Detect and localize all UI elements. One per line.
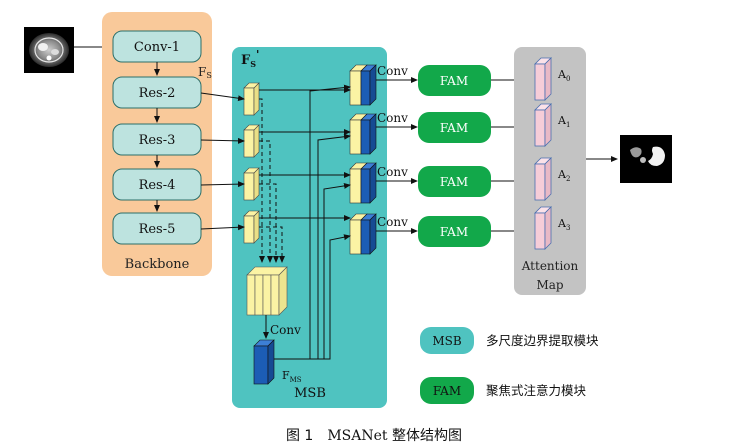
legend-msb: MSB 多尺度边界提取模块 [420,327,599,354]
backbone-block-res-3: Res-3 [112,123,202,156]
block-label: Res-3 [139,133,176,148]
branch-conv-label: Conv [377,165,408,179]
fam-module: FAM [418,216,491,247]
msb-conv-label: Conv [270,323,301,337]
attention-title-line2: Map [536,278,563,292]
backbone-block-conv-1: Conv-1 [112,30,202,63]
attention-map-label: A3 [557,217,570,232]
attention-map-2: A2 [534,157,570,201]
feature-map [243,210,260,244]
connector-arrow [200,92,245,102]
attention-map-label: A1 [557,114,570,129]
connector-line [259,183,279,263]
connector-line [259,226,285,263]
fam-box [418,216,491,247]
feature-map [243,124,260,158]
connector-arrow [200,137,245,144]
input-ct-image [24,27,74,73]
fam-module: FAM [418,112,491,143]
legend-msb-key: MSB [432,334,462,348]
concat-stack [246,266,288,316]
backbone-block-res-5: Res-5 [112,212,202,245]
fam-label: FAM [440,74,468,88]
fam-module: FAM [418,65,491,96]
fam-label: FAM [440,175,468,189]
attention-map-label: A0 [557,68,570,83]
branch-conv-label: Conv [377,111,408,125]
feature-map [243,167,260,201]
msb-title: MSB [294,386,326,401]
legend-fam: FAM 聚焦式注意力模块 [420,377,587,404]
block-label: Res-2 [139,86,176,101]
attention-map-3: A3 [534,206,570,250]
fam-box [418,65,491,96]
msb-output-blocks [349,64,377,255]
block-label: Res-5 [139,222,176,237]
connector-line [259,140,273,263]
legend-fam-key: FAM [433,384,461,398]
fam-module: FAM [418,166,491,197]
block-label: Res-4 [139,178,176,193]
combined-feature-block [349,113,377,155]
attention-map-1: A1 [534,103,570,147]
attention-title-line1: Attention [521,259,579,273]
fms-label: FMS [282,369,302,384]
connector-line [259,98,265,263]
backbone-fs-label: FS [198,65,212,80]
msb-fs-prime-label: FS' [241,48,259,69]
attention-map-0: A0 [534,57,570,101]
combined-feature-block [349,213,377,255]
msb-feature-maps [243,82,260,244]
fam-box [418,112,491,143]
branch-conv-label: Conv [377,215,408,229]
fam-label: FAM [440,121,468,135]
backbone-title: Backbone [125,257,190,272]
attention-map-label: A2 [557,168,570,183]
legend-msb-text: 多尺度边界提取模块 [486,333,599,348]
branch-conv-label: Conv [377,64,408,78]
block-label: Conv-1 [134,40,180,55]
combined-feature-block [349,162,377,204]
feature-map [243,82,260,116]
combined-feature-block [349,64,377,106]
backbone-block-res-2: Res-2 [112,76,202,109]
fms-feature-block [253,339,275,385]
legend-fam-text: 聚焦式注意力模块 [486,383,587,398]
connector-arrow [200,181,245,188]
fam-box [418,166,491,197]
connector-arrow [200,224,245,231]
fam-label: FAM [440,225,468,239]
output-segmentation-image [620,135,672,183]
backbone-block-res-4: Res-4 [112,168,202,201]
